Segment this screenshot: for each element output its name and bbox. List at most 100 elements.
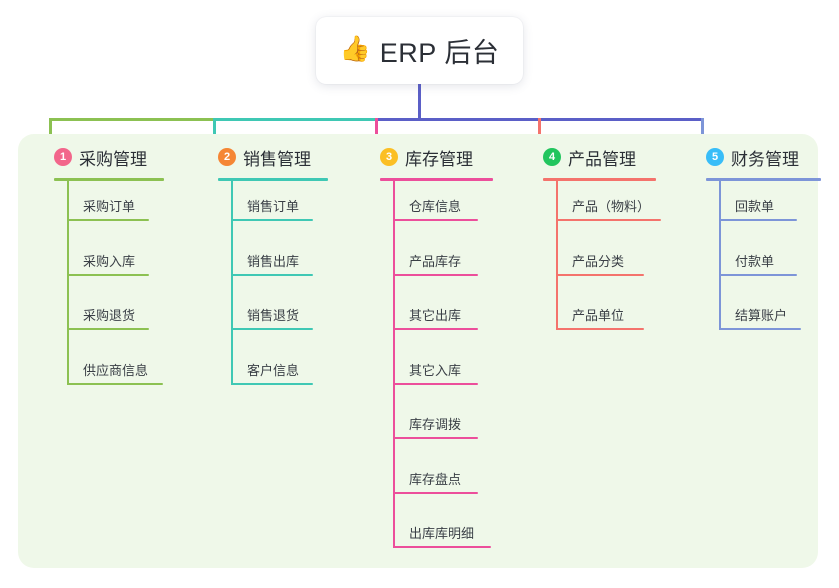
branch-header-rule (380, 178, 493, 181)
branch-header-2[interactable]: 2 销售管理 (200, 145, 311, 169)
branch-item[interactable]: 出库库明细 (393, 520, 491, 548)
branch-header-1[interactable]: 1 采购管理 (36, 145, 147, 169)
branch-item-label: 销售出库 (247, 253, 300, 269)
branch-column-1: 1 采购管理采购订单采购入库采购退货供应商信息 (36, 145, 164, 385)
bus-segment-1 (49, 118, 216, 121)
branch-header-rule (706, 178, 821, 181)
branch-item[interactable]: 付款单 (719, 248, 797, 276)
branch-item[interactable]: 供应商信息 (67, 357, 163, 385)
branch-header-4[interactable]: 4 产品管理 (525, 145, 636, 169)
branch-title: 销售管理 (243, 149, 311, 169)
branch-item[interactable]: 库存盘点 (393, 466, 478, 494)
branch-spine (393, 181, 395, 548)
branch-title: 库存管理 (405, 149, 473, 169)
branch-item[interactable]: 客户信息 (231, 357, 313, 385)
branch-header-rule (543, 178, 656, 181)
branch-item-label: 库存盘点 (409, 471, 462, 487)
branch-item-rule (67, 328, 149, 330)
branch-item-rule (231, 328, 313, 330)
branch-spine (719, 181, 721, 330)
branch-item-label: 销售订单 (247, 199, 300, 214)
branch-item-rule (719, 328, 801, 330)
branch-item[interactable]: 结算账户 (719, 302, 801, 330)
branch-item[interactable]: 采购订单 (67, 193, 149, 221)
branch-header-rule (218, 178, 328, 181)
branch-item[interactable]: 回款单 (719, 193, 797, 221)
branch-item[interactable]: 其它入库 (393, 357, 478, 385)
branch-spine (231, 181, 233, 385)
branch-title: 产品管理 (568, 149, 636, 169)
branch-item-label: 产品库存 (409, 253, 462, 269)
drop-connector-1 (49, 118, 52, 141)
branch-item[interactable]: 产品（物料） (556, 193, 661, 221)
branch-item-rule (393, 219, 478, 221)
branch-item-label: 回款单 (735, 199, 775, 214)
branch-item[interactable]: 产品单位 (556, 302, 644, 330)
branch-item-label: 结算账户 (735, 308, 788, 323)
drop-connector-3 (375, 118, 378, 141)
branch-number-badge: 4 (543, 148, 561, 166)
root-node[interactable]: 👍 ERP 后台 (316, 17, 523, 84)
branch-item-rule (393, 382, 478, 385)
branch-item-rule (231, 219, 313, 221)
branch-item-label: 库存调拨 (409, 417, 462, 432)
branch-column-4: 4 产品管理产品（物料） 产品分类产品单位 (525, 145, 661, 330)
branch-item-label: 供应商信息 (83, 362, 149, 378)
branch-item-rule (393, 273, 478, 276)
branch-item-label: 付款单 (735, 253, 775, 269)
branch-item-rule (231, 382, 313, 385)
branch-item-rule (393, 546, 491, 548)
branch-item-rule (719, 219, 797, 221)
branch-item-rule (67, 382, 163, 385)
branch-item[interactable]: 其它出库 (393, 302, 478, 330)
branch-item-rule (67, 273, 149, 276)
branch-item[interactable]: 销售退货 (231, 302, 313, 330)
branch-item-label: 其它入库 (409, 362, 462, 378)
branch-item-label: 采购退货 (83, 308, 136, 323)
branch-item-label: 仓库信息 (409, 199, 462, 214)
branch-number-badge: 1 (54, 148, 72, 166)
drop-connector-4 (538, 118, 541, 141)
branch-item-rule (719, 273, 797, 276)
drop-connector-2 (213, 118, 216, 141)
branch-item-rule (67, 219, 149, 221)
thumbs-up-icon: 👍 (339, 35, 371, 63)
branch-item[interactable]: 销售出库 (231, 248, 313, 276)
bus-segment-2 (213, 118, 378, 121)
branch-item-label: 客户信息 (247, 362, 300, 378)
branch-item-rule (556, 273, 644, 276)
branch-header-rule (54, 178, 164, 181)
branch-title: 财务管理 (731, 149, 799, 169)
branch-item-rule (556, 219, 661, 221)
branches-panel (18, 134, 818, 568)
branch-item-rule (231, 273, 313, 276)
branch-item[interactable]: 销售订单 (231, 193, 313, 221)
branch-item[interactable]: 仓库信息 (393, 193, 478, 221)
branch-header-5[interactable]: 5 财务管理 (688, 145, 799, 169)
root-node-label: ERP 后台 (379, 38, 500, 68)
branch-item[interactable]: 库存调拨 (393, 411, 478, 439)
branch-title: 采购管理 (79, 149, 147, 169)
branch-item[interactable]: 采购入库 (67, 248, 149, 276)
branch-number-badge: 5 (706, 148, 724, 166)
branch-item-label: 产品（物料） (572, 199, 651, 214)
branch-spine (556, 181, 558, 330)
branch-column-2: 2 销售管理销售订单销售出库销售退货客户信息 (200, 145, 328, 385)
branch-number-badge: 2 (218, 148, 236, 166)
branch-item-label: 产品单位 (572, 308, 625, 323)
drop-connector-5 (701, 118, 704, 141)
branch-item[interactable]: 产品库存 (393, 248, 478, 276)
branch-column-5: 5 财务管理回款单付款单结算账户 (688, 145, 821, 330)
branch-item[interactable]: 采购退货 (67, 302, 149, 330)
branch-item-label: 出库库明细 (409, 526, 475, 541)
branch-item-label: 采购入库 (83, 253, 136, 269)
branch-item-rule (393, 437, 478, 439)
branch-item-label: 采购订单 (83, 199, 136, 214)
trunk-connector (418, 84, 421, 121)
branch-item[interactable]: 产品分类 (556, 248, 644, 276)
branch-item-rule (556, 328, 644, 330)
branch-spine (67, 181, 69, 385)
